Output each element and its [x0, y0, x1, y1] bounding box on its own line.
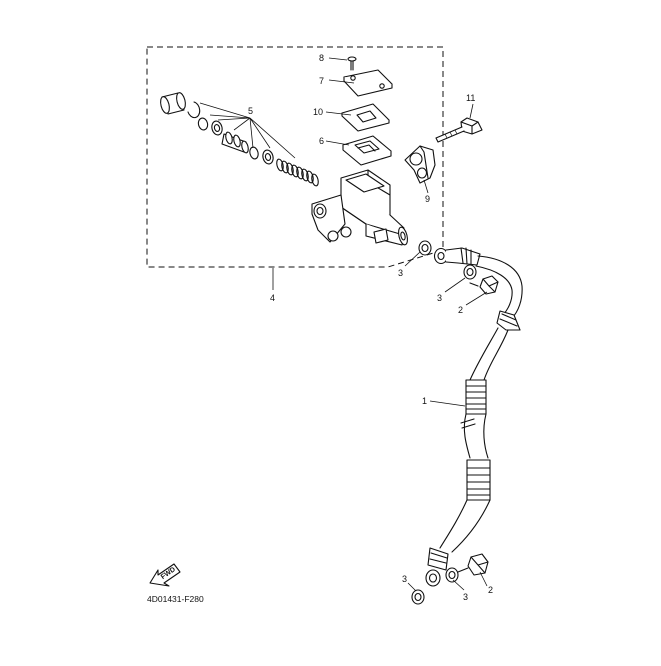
callout-4: 4 [270, 293, 275, 303]
callout-labels: 8 7 10 5 6 11 9 4 3 3 2 1 3 3 2 [248, 53, 493, 602]
brake-hose [425, 255, 523, 587]
forward-arrow-icon: FWD [149, 563, 181, 587]
callout-3a: 3 [398, 268, 403, 278]
callout-11: 11 [466, 93, 475, 103]
master-cylinder-body [311, 169, 409, 246]
callout-6: 6 [319, 136, 324, 146]
callout-3b: 3 [437, 293, 442, 303]
callout-10: 10 [313, 107, 323, 117]
callout-1: 1 [422, 396, 427, 406]
upper-banjo-fitting [418, 240, 499, 295]
assembly-boundary [146, 46, 444, 268]
callout-leaders [272, 57, 488, 592]
lower-banjo-fitting [411, 553, 489, 605]
callout-2b: 2 [488, 585, 493, 595]
piston-kit [160, 92, 319, 187]
callout-3d: 3 [463, 592, 468, 602]
drawing-code: 4D01431-F280 [147, 594, 204, 604]
callout-3c: 3 [402, 574, 407, 584]
callout-9: 9 [425, 194, 430, 204]
callout-5: 5 [248, 106, 253, 116]
bolt-11 [435, 117, 483, 143]
callout-7: 7 [319, 76, 324, 86]
clamp-holder [404, 145, 436, 184]
callout-8: 8 [319, 53, 324, 63]
callout-2a: 2 [458, 305, 463, 315]
reservoir-cap-parts [341, 56, 393, 166]
